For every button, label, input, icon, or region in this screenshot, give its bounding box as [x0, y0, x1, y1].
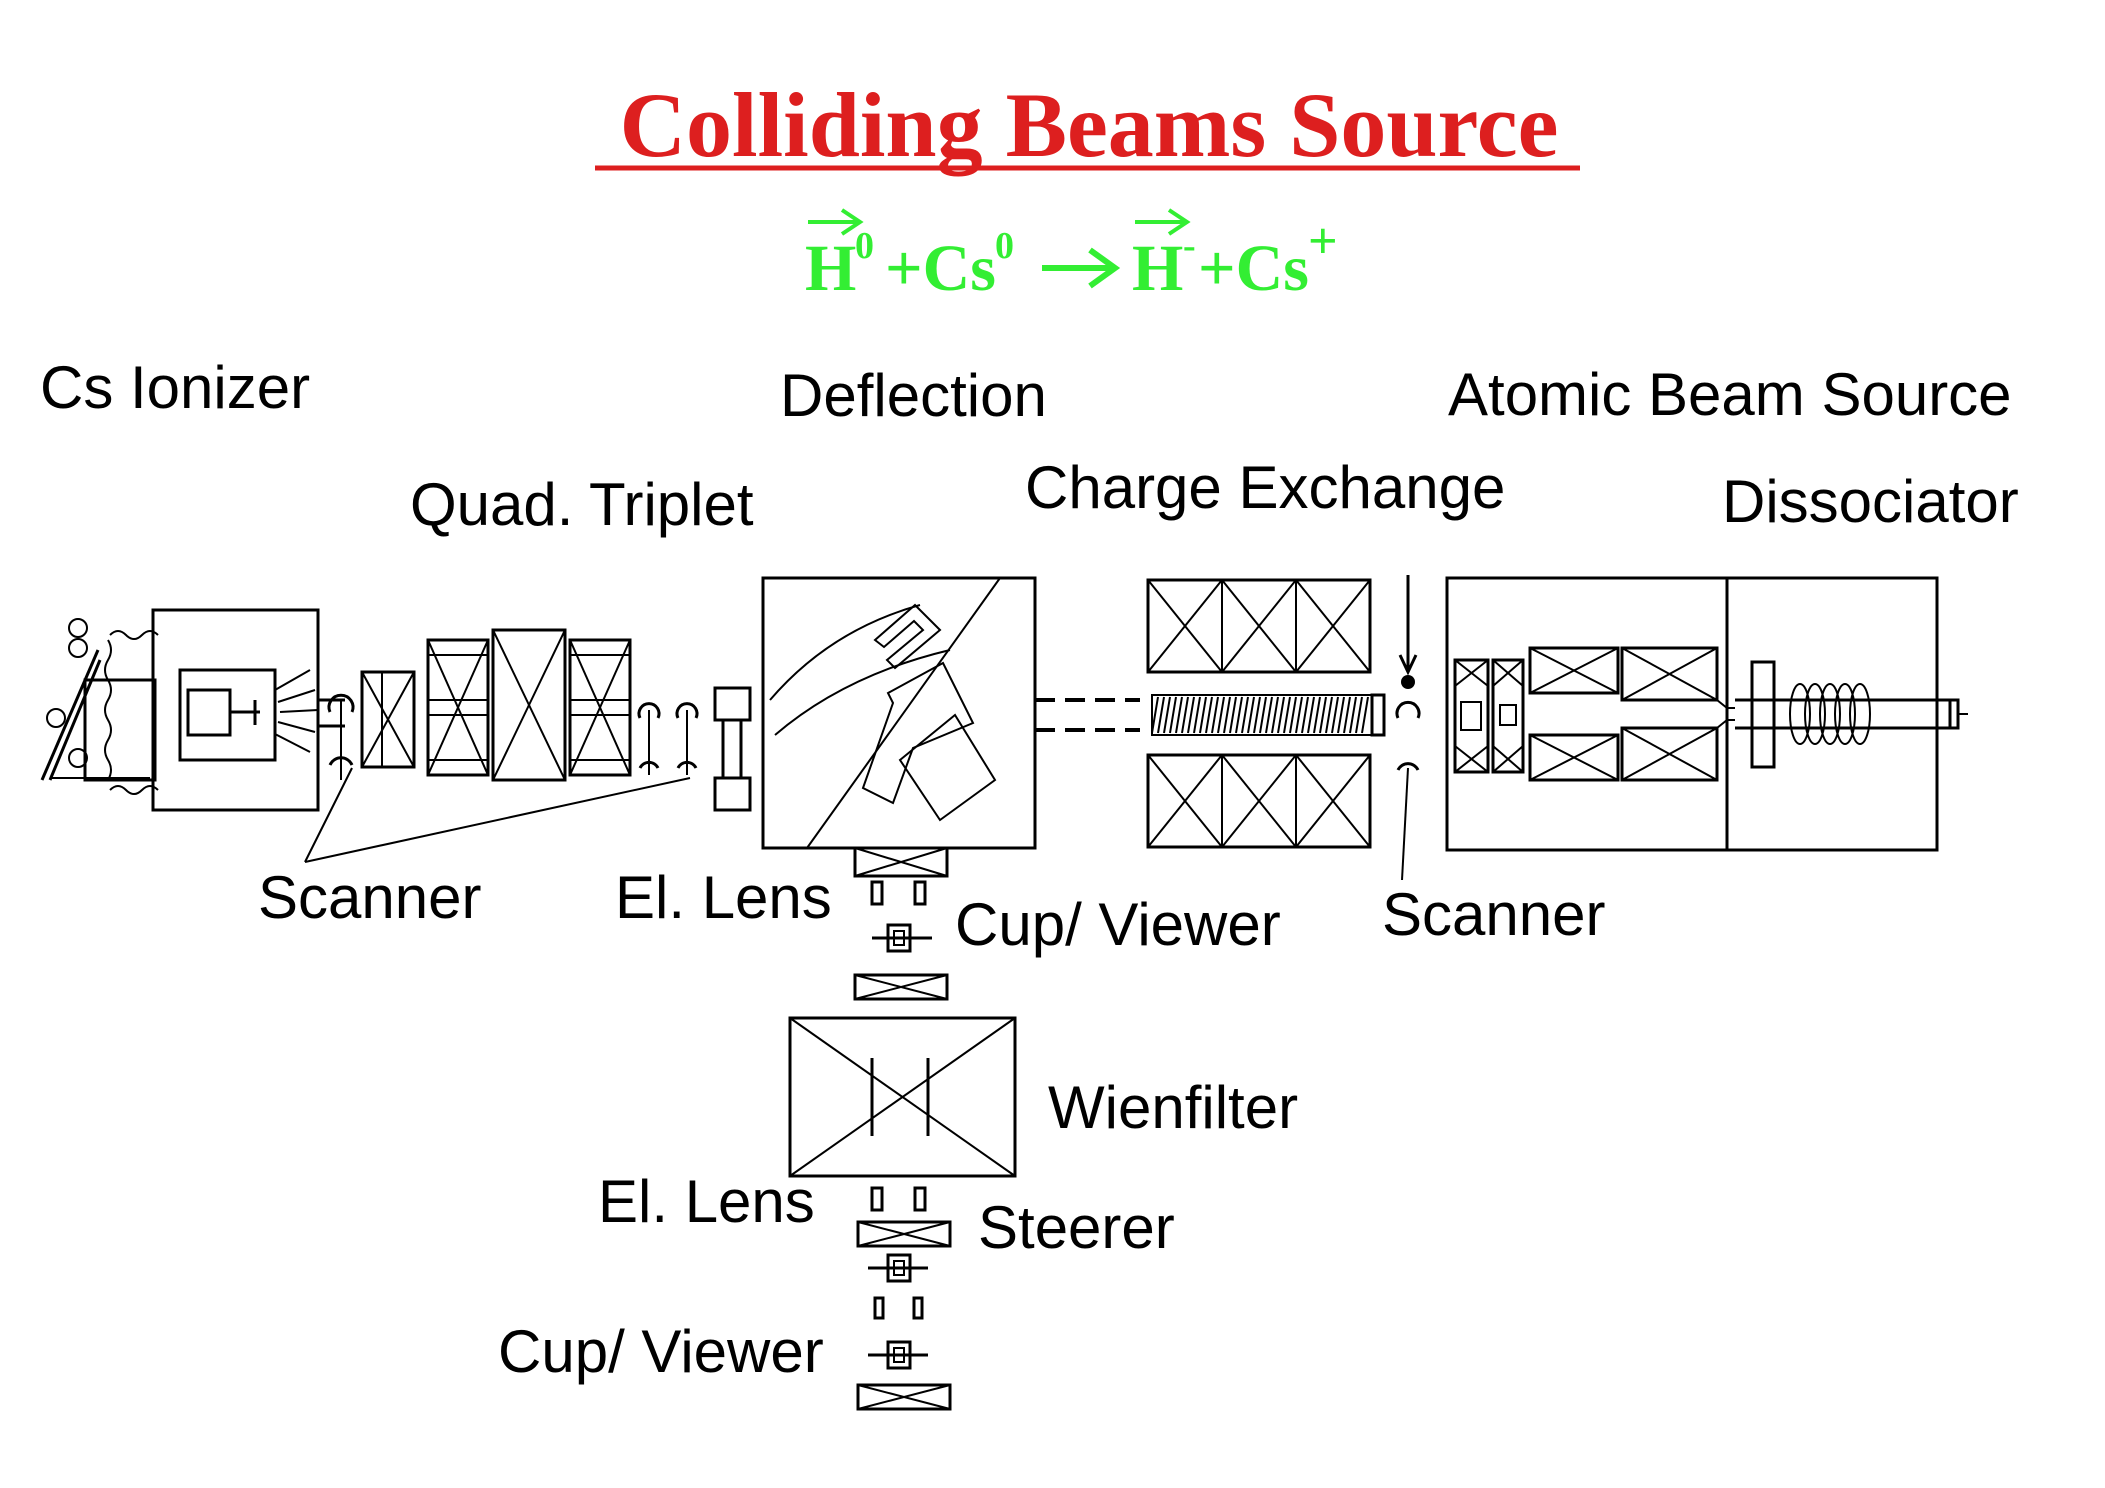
equation-cs-plus-sup: +: [1308, 213, 1338, 270]
label-charge-exchange: Charge Exchange: [1025, 454, 1505, 521]
label-wienfilter: Wienfilter: [1048, 1074, 1298, 1141]
scanner-right: [1395, 575, 1421, 881]
label-deflection: Deflection: [780, 362, 1047, 429]
vertical-beamline: [788, 880, 1017, 1411]
equation-h0-sup: 0: [855, 225, 874, 267]
charge-exchange: [1035, 578, 1386, 849]
wienfilter: [788, 1016, 1017, 1178]
cs-ionizer: [40, 608, 345, 812]
label-dissociator: Dissociator: [1722, 468, 2019, 535]
lens-stage-top: [637, 686, 752, 812]
label-cup-viewer-top: Cup/ Viewer: [955, 891, 1281, 958]
cup-viewer-top: [872, 923, 932, 953]
label-cup-viewer-bottom: Cup/ Viewer: [498, 1318, 824, 1385]
label-el-lens-top: El. Lens: [615, 864, 832, 931]
diagram-title: Colliding Beams Source: [620, 74, 1559, 176]
label-steerer: Steerer: [978, 1194, 1175, 1261]
equation-cs0-sup: 0: [995, 225, 1014, 267]
reaction-equation: H 0 +Cs 0 H - +Cs +: [805, 208, 1338, 305]
equation-h0: H: [805, 232, 856, 305]
equation-plus-cs-plus: +Cs: [1198, 232, 1309, 305]
cs-cell-hatching: [1151, 696, 1369, 734]
equation-h-minus: H: [1132, 232, 1183, 305]
label-cs-ionizer: Cs Ionizer: [40, 354, 310, 421]
label-el-lens-bottom: El. Lens: [598, 1168, 815, 1235]
label-scanner-right: Scanner: [1382, 881, 1605, 948]
cup-viewer-bottom: [868, 1340, 928, 1370]
quad-triplet: [360, 628, 632, 782]
label-scanner-left: Scanner: [258, 864, 481, 931]
deflection-chamber: [761, 576, 1037, 878]
atomic-beam-source: [1445, 576, 1968, 852]
equation-h-minus-sup: -: [1183, 225, 1196, 267]
label-atomic-beam-source: Atomic Beam Source: [1448, 361, 2012, 428]
equation-plus-cs0: +Cs: [885, 232, 996, 305]
label-quad-triplet: Quad. Triplet: [410, 471, 754, 538]
scanner-left: [304, 693, 691, 863]
